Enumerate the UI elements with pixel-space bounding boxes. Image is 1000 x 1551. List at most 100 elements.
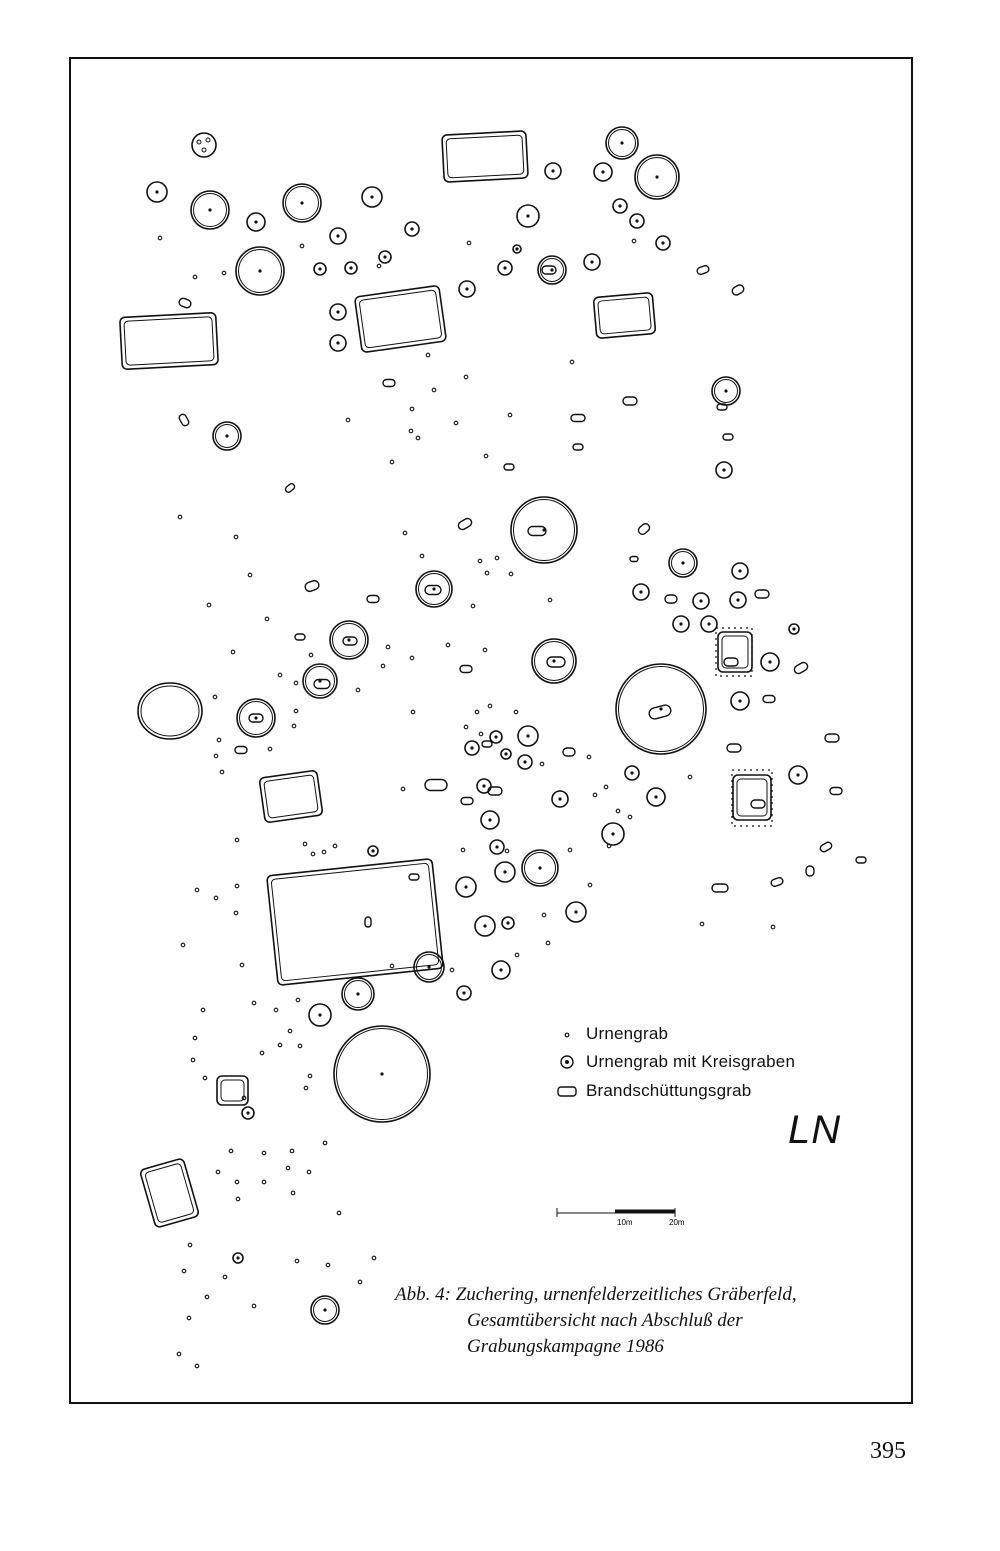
urn-grave-center-30: [542, 528, 546, 532]
cremation-grave-3: [731, 284, 745, 296]
cremation-grave-49: [722, 433, 734, 441]
urn-grave-86: [770, 924, 776, 930]
urn-grave-82: [545, 940, 551, 946]
urn-grave-ring-36: [672, 615, 690, 633]
urn-grave-center-74: [236, 1256, 240, 1260]
urn-grave-ring-20: [629, 213, 645, 229]
urn-grave-93: [259, 1050, 265, 1056]
urn-grave-35: [385, 644, 391, 650]
urn-grave-center-58: [611, 832, 615, 836]
cremation-grave-16: [304, 579, 320, 593]
legend-label-urn-grave: Urnengrab: [586, 1024, 669, 1043]
urn-grave-51: [474, 709, 480, 715]
urn-grave-36: [409, 655, 415, 661]
urn-grave-ring-inner-30: [513, 499, 575, 561]
urn-grave-ring-inner-3: [285, 186, 319, 220]
urn-grave-58: [586, 754, 592, 760]
urn-grave-27: [508, 571, 514, 577]
cremation-grave-38: [824, 733, 840, 743]
urn-grave-ring-41: [415, 570, 453, 608]
urn-grave-ring-16: [593, 162, 613, 182]
enclosure-inner-5: [263, 774, 319, 819]
urn-grave-105: [285, 1165, 291, 1171]
cremation-grave-23: [313, 678, 331, 690]
urn-grave-ring-inner-41: [418, 573, 450, 605]
urn-grave-center-38: [792, 627, 796, 631]
urn-grave-center-46: [796, 773, 800, 777]
urn-group-northwest-vessel-1: [196, 139, 202, 145]
urn-grave-ring-58: [601, 822, 625, 846]
urn-grave-55: [478, 731, 484, 737]
urn-grave-ring-57: [480, 810, 500, 830]
cremation-grave-10: [503, 463, 515, 471]
urn-grave-95: [190, 1057, 196, 1063]
urn-grave-19: [389, 459, 395, 465]
urn-grave-ring-51: [517, 725, 539, 747]
urn-grave-56: [400, 786, 406, 792]
urn-grave-center-51: [526, 734, 530, 738]
urn-grave-33: [230, 649, 236, 655]
urn-grave-1: [157, 235, 163, 241]
urn-grave-107: [234, 1179, 240, 1185]
urn-grave-ring-37: [700, 615, 718, 633]
urn-grave-47: [216, 737, 222, 743]
urn-grave-ring-17: [605, 126, 639, 160]
urn-grave-96: [277, 1042, 283, 1048]
urn-grave-46: [219, 769, 225, 775]
urn-grave-91: [287, 1028, 293, 1034]
urn-grave-60: [592, 792, 598, 798]
urn-grave-center-5: [254, 220, 258, 224]
caption-line-1: Zuchering, urnenfelderzeitliches Gräberf…: [455, 1284, 797, 1305]
urn-grave-ring-inner-68: [344, 980, 372, 1008]
urn-grave-center-27: [724, 389, 728, 393]
urn-grave-78: [239, 962, 245, 968]
urn-grave-ring-63: [455, 876, 477, 898]
enclosure-outer-6: [266, 858, 444, 986]
urn-grave-center-3: [300, 201, 304, 205]
urn-grave-ring-22: [583, 253, 601, 271]
urn-grave-85: [699, 921, 705, 927]
urn-grave-ring-3: [282, 183, 322, 223]
cremation-grave-43: [770, 876, 784, 888]
urn-grave-center-45: [738, 699, 742, 703]
urn-grave-center-4: [370, 195, 374, 199]
urn-grave-center-37: [707, 622, 711, 626]
urn-grave-54: [463, 724, 469, 730]
urn-grave-112: [336, 1210, 342, 1216]
cremation-grave-17: [366, 594, 380, 604]
urn-grave-44: [212, 694, 218, 700]
urn-grave-center-15: [551, 169, 555, 173]
urn-grave-119: [204, 1294, 210, 1300]
urn-grave-center-18: [655, 175, 659, 179]
urn-grave-ring-61: [521, 849, 559, 887]
urn-grave-center-10: [349, 266, 353, 270]
urn-grave-26: [484, 570, 490, 576]
legend-item-urn-grave-ring: Urnengrab mit Kreisgraben: [556, 1052, 795, 1072]
urn-grave-ring-inner-42: [534, 641, 574, 681]
cremation-grave-40: [819, 841, 833, 853]
urn-grave-5: [466, 240, 472, 246]
cremation-grave-19: [664, 594, 678, 604]
urn-grave-40: [277, 672, 283, 678]
urn-grave-center-41: [432, 587, 436, 591]
urn-grave-69: [460, 847, 466, 853]
urn-grave-center-21: [661, 241, 665, 245]
urn-grave-38: [445, 642, 451, 648]
cremation-grave-6: [622, 396, 638, 406]
urn-grave-104: [289, 1148, 295, 1154]
urn-grave-67: [321, 849, 327, 855]
urn-grave-53: [513, 709, 519, 715]
enclosure-inner-6: [270, 862, 440, 982]
urn-grave-center-63: [464, 885, 468, 889]
urn-grave-100: [303, 1085, 309, 1091]
enclosure-outer-8: [139, 1158, 200, 1228]
urn-grave-ring-6: [329, 227, 347, 245]
urn-grave-center-68: [356, 992, 360, 996]
urn-grave-ring-72: [333, 1025, 431, 1123]
figure-caption: Abb. 4: Zuchering, urnenfelderzeitliches…: [395, 1282, 895, 1360]
post-cluster-1: [715, 627, 753, 677]
urn-grave-73: [194, 887, 200, 893]
urn-grave-116: [325, 1262, 331, 1268]
urn-grave-ring-32: [731, 562, 749, 580]
enclosure-inner-7: [220, 1079, 245, 1102]
